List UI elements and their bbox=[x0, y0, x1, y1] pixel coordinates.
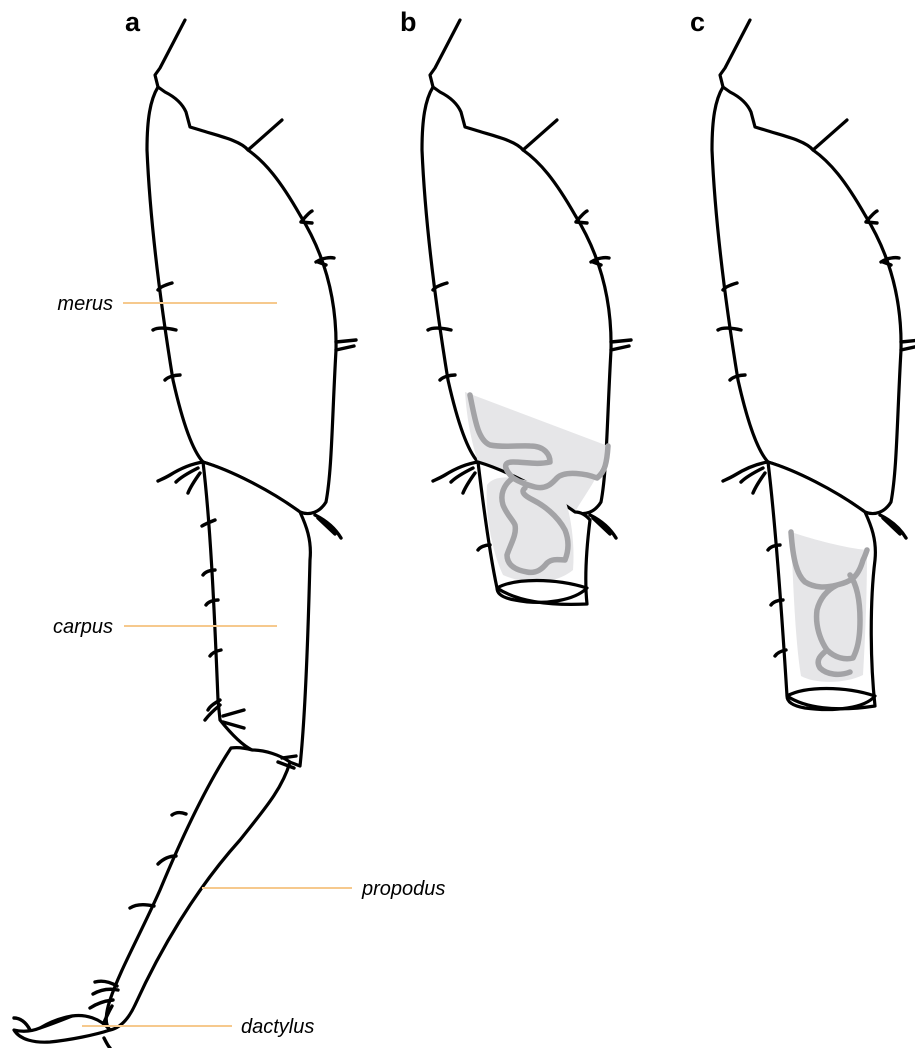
panel-b-label: b bbox=[400, 7, 417, 37]
panel-c: c bbox=[690, 7, 915, 710]
panel-a: a bbox=[14, 7, 445, 1048]
panel-c-label: c bbox=[690, 7, 705, 37]
panel-a-label: a bbox=[125, 7, 141, 37]
merus-segment-c bbox=[712, 20, 915, 538]
propodus-label: propodus bbox=[361, 878, 445, 900]
merus-label: merus bbox=[57, 293, 113, 315]
merus-segment-a bbox=[147, 20, 356, 538]
dactylus-label: dactylus bbox=[241, 1016, 314, 1038]
panel-b: b bbox=[400, 7, 631, 604]
carpus-segment-a bbox=[202, 462, 310, 766]
dactylus-segment-a bbox=[14, 1016, 110, 1048]
carpus-label: carpus bbox=[53, 616, 113, 638]
